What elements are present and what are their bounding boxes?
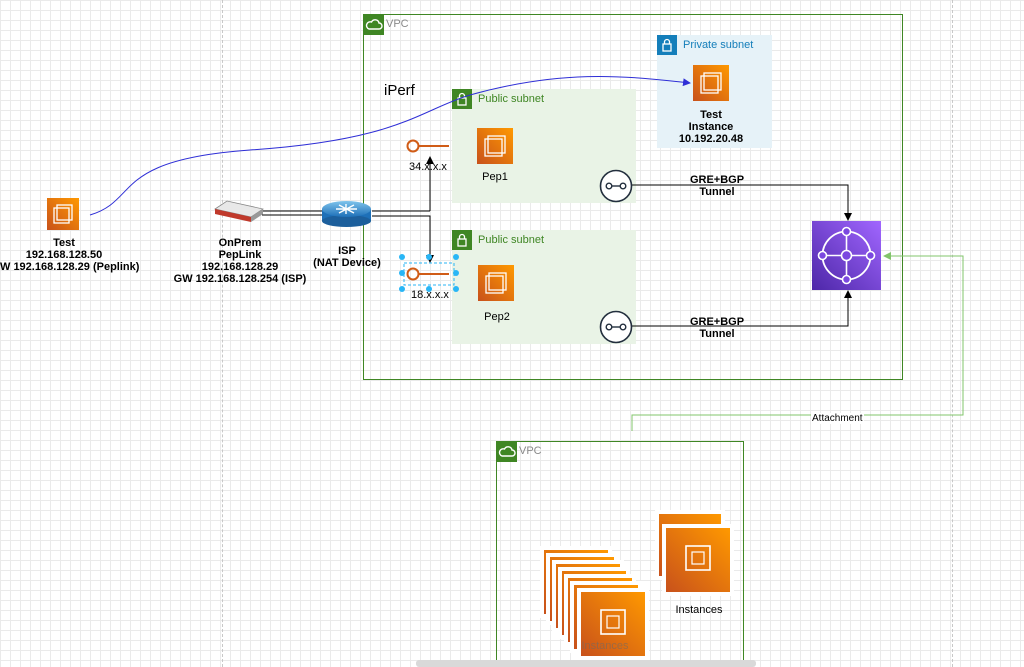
instances-left-label: Instances bbox=[581, 640, 629, 652]
peplink-label: OnPrem PepLink 192.168.128.29 GW 192.168… bbox=[173, 237, 307, 285]
vpc-label: VPC bbox=[386, 18, 409, 30]
ec2-instance-icon[interactable] bbox=[478, 265, 514, 301]
lock-icon bbox=[452, 230, 472, 250]
vpc-main[interactable]: VPC bbox=[363, 14, 903, 380]
vpc-secondary[interactable]: VPC bbox=[496, 441, 744, 667]
cloud-icon bbox=[364, 15, 384, 35]
test-onprem-label: Test 192.168.128.50 W 192.168.128.29 (Pe… bbox=[0, 237, 140, 273]
page-guide-line bbox=[222, 0, 223, 667]
pep1-label: Pep1 bbox=[482, 171, 508, 183]
lock-icon bbox=[452, 89, 472, 109]
ec2-instance-icon[interactable] bbox=[47, 198, 79, 230]
router-icon[interactable] bbox=[321, 200, 372, 228]
elastic-ip-icon[interactable] bbox=[405, 136, 453, 156]
private-subnet-label: Private subnet bbox=[683, 39, 754, 51]
vpn-connection-icon[interactable] bbox=[599, 169, 633, 203]
tunnel-1-line bbox=[632, 184, 852, 221]
vpc-label: VPC bbox=[519, 445, 542, 457]
tunnel-1-label: GRE+BGP Tunnel bbox=[689, 174, 745, 198]
ec2-instance-icon bbox=[577, 588, 649, 660]
transit-gateway-icon[interactable] bbox=[812, 221, 881, 290]
vpn-connection-icon[interactable] bbox=[599, 310, 633, 344]
instances-right-label: Instances bbox=[675, 604, 723, 616]
public-subnet-2-label: Public subnet bbox=[478, 234, 545, 246]
network-appliance-icon[interactable] bbox=[213, 199, 265, 223]
isp-eip2-link bbox=[372, 215, 434, 263]
test-instance-label: Test Instance 10.192.20.48 bbox=[678, 109, 744, 145]
tunnel-2-label: GRE+BGP Tunnel bbox=[689, 316, 745, 340]
eip-1-label: 34.x.x.x bbox=[409, 161, 447, 173]
ec2-instance-icon[interactable] bbox=[693, 65, 729, 101]
iperf-connector bbox=[89, 76, 691, 216]
public-subnet-1-label: Public subnet bbox=[478, 93, 545, 105]
cloud-icon bbox=[497, 442, 517, 462]
page-guide-line bbox=[952, 0, 953, 667]
ec2-instance-icon bbox=[662, 524, 734, 596]
ec2-instance-icon[interactable] bbox=[477, 128, 513, 164]
horizontal-scrollbar[interactable] bbox=[416, 660, 756, 667]
pep2-label: Pep2 bbox=[484, 311, 510, 323]
tunnel-2-line bbox=[632, 290, 852, 327]
elastic-ip-icon[interactable] bbox=[405, 264, 453, 284]
iperf-label: iPerf bbox=[384, 82, 415, 99]
attachment-line bbox=[631, 252, 964, 431]
eip-2-label: 18.x.x.x bbox=[411, 289, 449, 301]
isp-label: ISP (NAT Device) bbox=[313, 245, 381, 269]
attachment-label: Attachment bbox=[811, 413, 864, 424]
lock-icon bbox=[657, 35, 677, 55]
